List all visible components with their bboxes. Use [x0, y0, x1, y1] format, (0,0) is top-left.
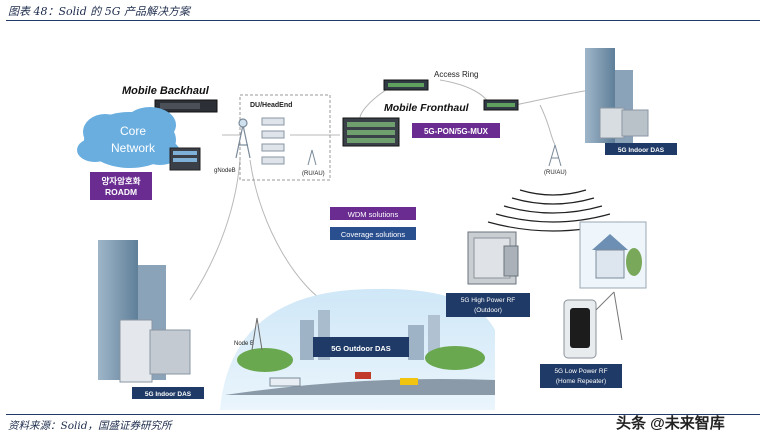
outdoor-das-label: 5G Outdoor DAS — [331, 344, 391, 353]
node-b-tower-icon — [251, 317, 263, 351]
roadm-box — [90, 172, 152, 200]
house-icon — [579, 221, 647, 289]
outdoor-das-box — [313, 337, 409, 357]
ru-au-left-label: (RU/AU) — [302, 171, 325, 177]
high-power-rf-device-icon — [467, 231, 519, 285]
roadm-label-1: 양자암호화 — [101, 176, 140, 186]
low-power-rf-label-1: 5G Low Power RF — [554, 368, 607, 375]
du-units-icon — [261, 117, 285, 165]
roadm-device-icon — [169, 147, 201, 171]
du-headend-label: DU/HeadEnd — [250, 102, 292, 109]
gnodeb-tower-icon — [235, 118, 251, 159]
access-ring-label: Access Ring — [434, 70, 478, 79]
indoor-das-right-box — [605, 143, 677, 155]
wdm-solutions-box — [330, 207, 416, 220]
access-ring-device-icon — [383, 79, 519, 111]
ru-au-right-antenna-icon — [548, 144, 562, 167]
figure-title: 图表 48：Solid 的 5G 产品解决方案 — [8, 5, 191, 18]
indoor-das-left-building-icon — [98, 240, 191, 383]
node-b-label: Node B — [234, 341, 254, 347]
core-network-label-1: Core — [120, 124, 146, 138]
ru-au-right-label: (RU/AU) — [544, 170, 567, 176]
indoor-das-left-label: 5G Indoor DAS — [145, 391, 192, 398]
top-divider — [6, 20, 760, 21]
pon-mux-box — [412, 123, 500, 138]
high-power-rf-label-2: (Outdoor) — [474, 307, 502, 314]
watermark: 头条 @未来智库 — [616, 415, 725, 432]
indoor-das-right-building-icon — [585, 48, 649, 143]
coverage-solutions-label: Coverage solutions — [341, 230, 405, 239]
bottom-divider — [6, 414, 760, 415]
wdm-solutions-label: WDM solutions — [348, 210, 399, 219]
high-power-rf-label-1: 5G High Power RF — [461, 297, 516, 304]
fronthaul-switch-icon — [342, 117, 400, 147]
indoor-das-right-label: 5G Indoor DAS — [618, 147, 665, 154]
gnodeb-label: gNodeB — [214, 168, 236, 174]
roadm-label-2: ROADM — [105, 187, 137, 197]
mobile-fronthaul-label: Mobile Fronthaul — [384, 102, 470, 114]
mobile-backhaul-label: Mobile Backhaul — [122, 85, 210, 97]
source-note: 资料来源：Solid，国盛证券研究所 — [8, 420, 172, 432]
low-power-rf-label-2: (Home Repeater) — [556, 378, 606, 385]
coverage-solutions-box — [330, 227, 416, 240]
pon-mux-label: 5G-PON/5G-MUX — [424, 127, 489, 136]
ru-au-left-antenna-icon — [307, 149, 317, 166]
high-power-rf-box — [446, 293, 530, 317]
backhaul-rack-icon — [154, 99, 218, 113]
core-network-label-2: Network — [111, 141, 156, 155]
low-power-rf-device-icon — [563, 291, 623, 359]
indoor-das-left-box — [132, 387, 204, 399]
low-power-rf-box — [540, 364, 622, 388]
